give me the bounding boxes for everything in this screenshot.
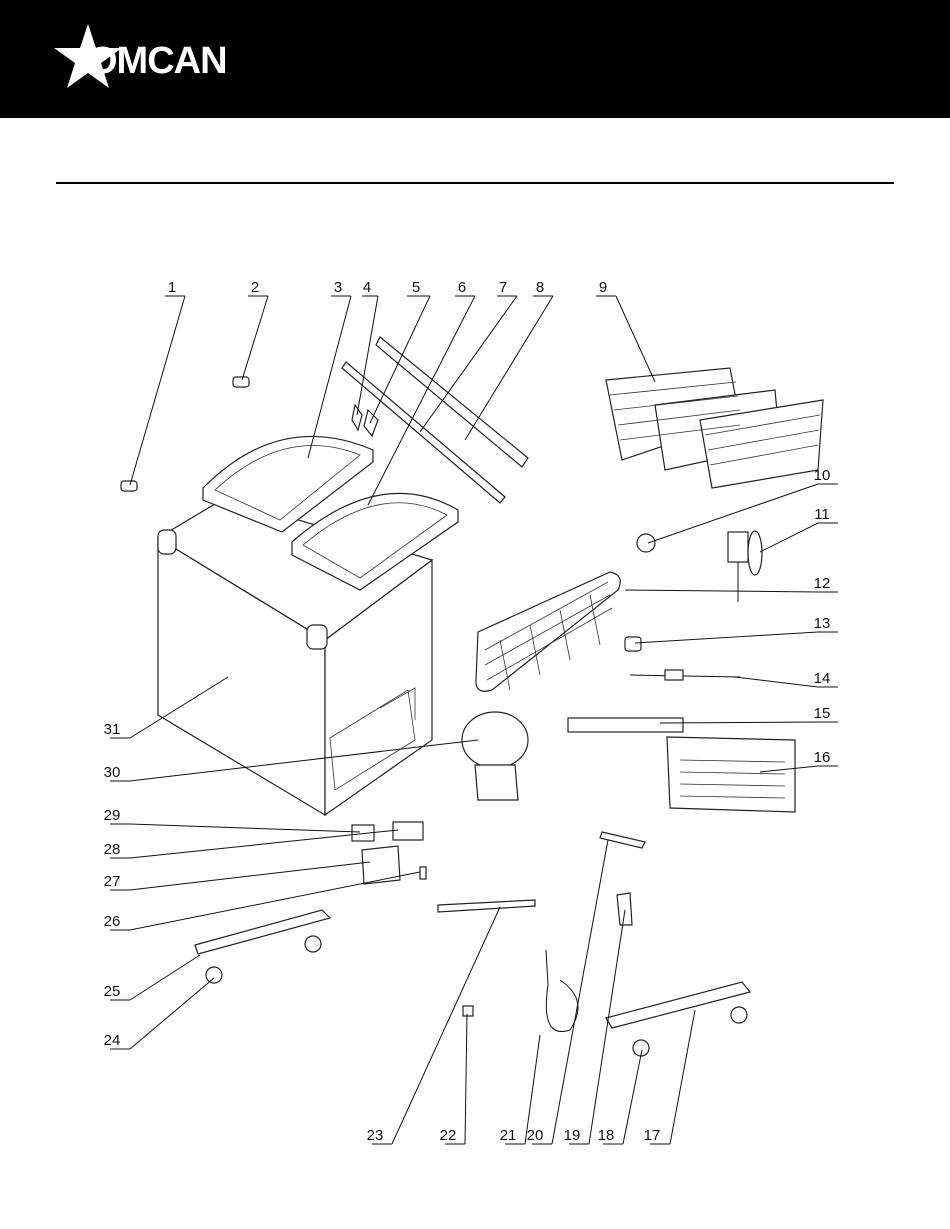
callout-number: 12 [814,575,831,592]
callout-number: 22 [440,1127,457,1144]
compressor-30 [462,712,528,800]
leader-line [130,978,214,1049]
callout-number: 21 [500,1127,517,1144]
part-23 [438,900,535,912]
callout-number: 31 [104,721,121,738]
wire-part-14 [630,670,740,680]
leader-line [760,523,818,552]
leader-line [625,590,818,592]
bracket-part-15 [568,718,683,732]
leader-line [130,872,420,930]
leader-line [392,907,500,1144]
callout-number: 10 [814,467,831,484]
callout-number: 23 [367,1127,384,1144]
callout-number: 27 [104,873,121,890]
callout-number: 30 [104,764,121,781]
callout-number: 1 [168,279,176,296]
leader-line [130,862,370,890]
part-22 [463,1006,473,1016]
power-cord-21 [546,950,578,1032]
leader-line [308,296,351,458]
callout-number: 11 [814,506,830,523]
callout-number: 15 [814,705,831,722]
leader-line [242,296,268,380]
part-26 [420,867,426,879]
callout-number: 17 [644,1127,661,1144]
leader-line [552,840,608,1144]
callout-number: 26 [104,913,121,930]
box-part-27 [362,846,400,884]
leader-line [465,296,553,440]
caster-rail-right [606,982,750,1056]
leader-line [660,722,818,723]
callout-number: 14 [814,670,831,687]
callout-number: 9 [599,279,607,296]
handle-part-2 [233,377,249,387]
leader-line [370,296,430,423]
thermostat-part-13 [625,637,641,651]
callout-number: 25 [104,983,121,1000]
cap-part-10 [637,534,655,552]
leader-line [616,296,655,382]
callout-number: 3 [334,279,342,296]
callout-number: 5 [412,279,420,296]
leader-line [635,632,818,643]
clip-part-4 [352,405,362,430]
callout-number: 2 [251,279,259,296]
leader-line [130,824,360,832]
callout-number: 28 [104,841,121,858]
leader-line [735,677,818,687]
wire-baskets [606,368,823,488]
leader-line [589,910,625,1144]
condenser-coil [476,572,620,691]
callout-number: 6 [458,279,466,296]
callout-number: 13 [814,615,831,632]
callout-number: 24 [104,1032,121,1049]
callout-number: 4 [363,279,371,296]
rail-part-8 [376,337,528,467]
handle-part-1 [121,481,137,491]
callout-number: 18 [598,1127,615,1144]
leader-line [623,1050,642,1144]
clip-part-5 [364,410,378,436]
callout-number: 16 [814,749,831,766]
leader-line [130,955,200,1000]
leader-line [670,1010,695,1144]
callout-number: 19 [564,1127,581,1144]
vent-panel-16 [667,737,795,812]
leader-line [130,296,185,485]
leader-line [130,830,398,858]
caster-rail-left [195,910,330,983]
leader-line [465,1014,467,1144]
callout-number: 8 [536,279,544,296]
leader-line [357,296,378,415]
callout-number: 7 [499,279,507,296]
callout-number: 29 [104,807,121,824]
bracket-part-19 [617,893,632,925]
callout-number: 20 [527,1127,544,1144]
box-part-28 [393,822,423,840]
